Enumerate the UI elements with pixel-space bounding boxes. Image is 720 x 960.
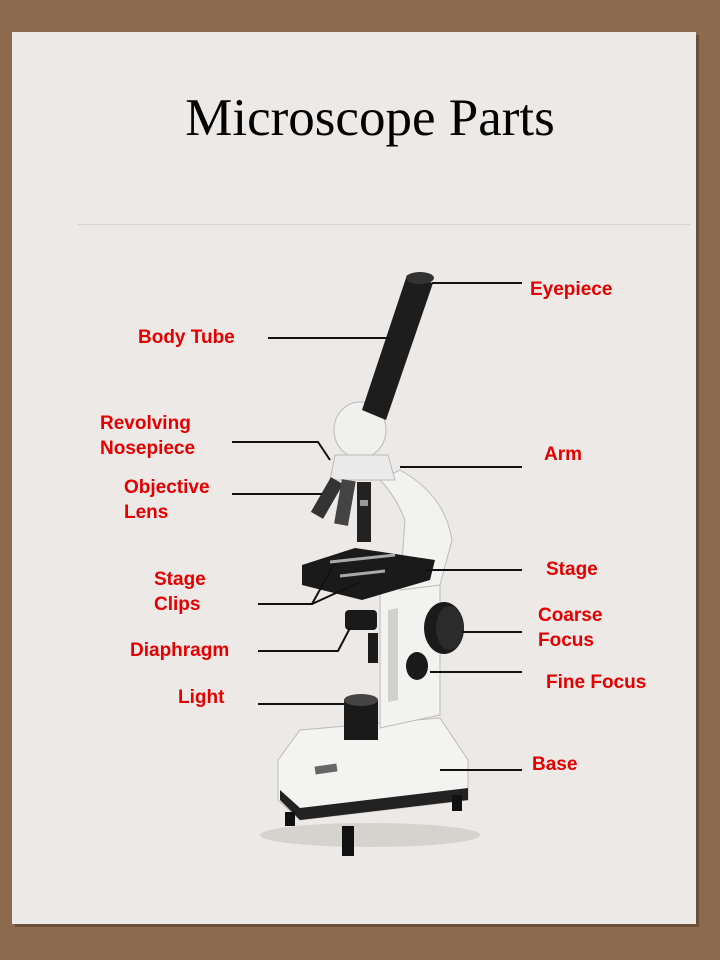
label-arm: Arm (544, 444, 583, 465)
label-revolving-nosepiece: Revolving Nosepiece (100, 413, 196, 459)
label-light: Light (178, 687, 225, 708)
label-objective-lens: Objective Lens (124, 477, 210, 523)
label-body-tube: Body Tube (138, 327, 235, 348)
label-coarse-focus: Coarse Focus (538, 605, 603, 651)
leader-line-nosepiece (232, 441, 331, 461)
leader-line-stage-clip-2 (311, 581, 361, 605)
label-diaphragm: Diaphragm (130, 640, 230, 661)
label-stage: Stage (546, 559, 598, 580)
label-stage-clips: Stage Clips (154, 569, 206, 615)
microscope-illustration (260, 272, 480, 856)
page-title: Microscope Parts (185, 89, 555, 147)
label-fine-focus: Fine Focus (546, 672, 647, 693)
page-rule (78, 224, 690, 225)
label-eyepiece: Eyepiece (530, 279, 613, 300)
label-base: Base (532, 754, 578, 775)
leader-line-diaphragm (258, 627, 351, 652)
